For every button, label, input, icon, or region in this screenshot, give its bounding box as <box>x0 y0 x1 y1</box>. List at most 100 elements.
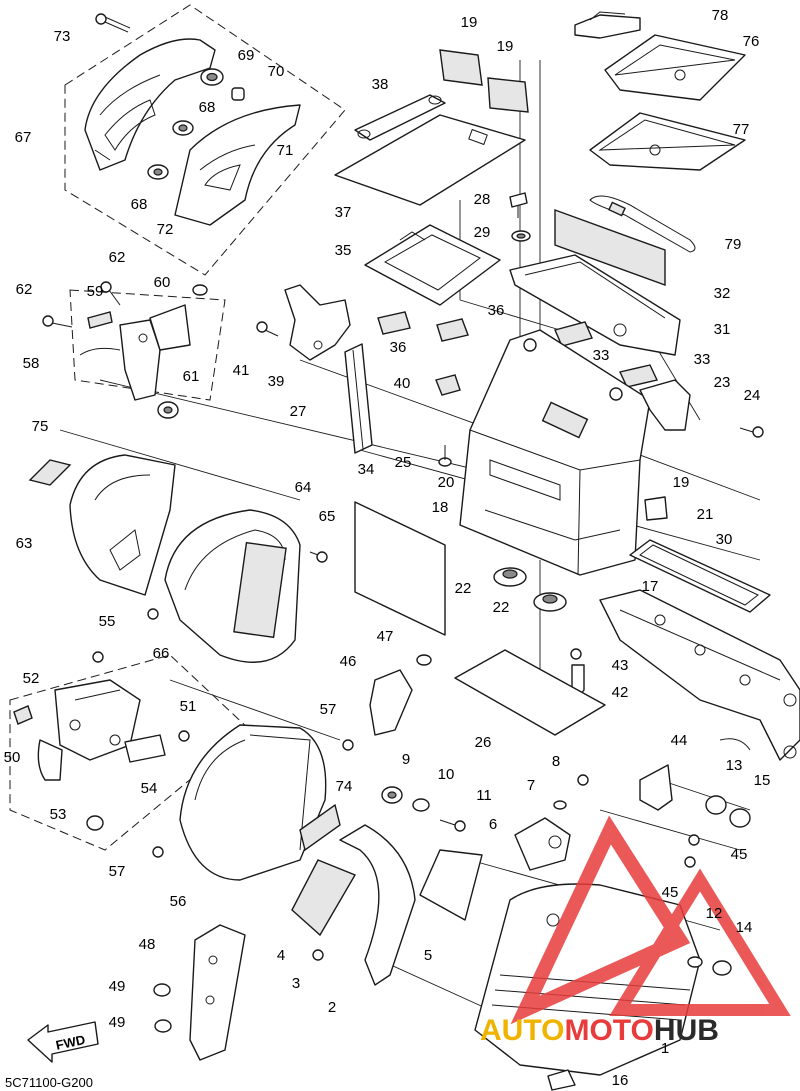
bolt-49b <box>154 1019 172 1033</box>
callout-c18: 18 <box>432 499 449 516</box>
callout-c58: 58 <box>23 355 40 372</box>
bolt-3 <box>312 949 324 961</box>
bolt-8 <box>577 774 589 786</box>
pouch-77 <box>589 112 746 171</box>
bracket-44 <box>639 764 673 811</box>
board-34 <box>354 501 446 636</box>
callout-c68b: 68 <box>131 196 148 213</box>
callout-c72: 72 <box>157 221 174 238</box>
callout-c14: 14 <box>736 919 753 936</box>
washer-7 <box>553 800 567 810</box>
battery-box-17 <box>459 329 651 576</box>
callout-c73: 73 <box>54 28 71 45</box>
callout-c75: 75 <box>32 418 49 435</box>
callout-c2: 2 <box>328 999 336 1016</box>
callout-c31: 31 <box>714 321 731 338</box>
callout-c33a: 33 <box>593 347 610 364</box>
pad-19a <box>439 49 483 86</box>
emblem-74 <box>299 803 341 852</box>
bolt-45b <box>684 856 696 868</box>
bolt-55 <box>92 651 104 663</box>
callout-c45b: 45 <box>662 884 679 901</box>
callout-c35: 35 <box>335 242 352 259</box>
callout-c13: 13 <box>726 757 743 774</box>
callout-c71: 71 <box>277 142 294 159</box>
callout-c37: 37 <box>335 204 352 221</box>
pad-19b <box>487 77 529 113</box>
callout-c24: 24 <box>744 387 761 404</box>
callout-c63: 63 <box>16 535 33 552</box>
callout-c11: 11 <box>476 787 492 804</box>
clip-21 <box>644 496 668 521</box>
callout-c61: 61 <box>183 368 200 385</box>
automotohub-logo <box>510 815 791 1025</box>
diagram-part-code: 5C71100-G200 <box>5 1075 93 1090</box>
fwd-arrow: FWD <box>27 1021 99 1063</box>
stay-27 <box>344 343 373 454</box>
callout-c67: 67 <box>15 129 32 146</box>
brand-middle: MOTO <box>564 1014 653 1047</box>
bolt-73 <box>95 13 131 33</box>
cable-79 <box>589 195 696 253</box>
callout-c30: 30 <box>716 531 733 548</box>
damper-22a <box>493 567 527 587</box>
bracket-2 <box>339 824 416 986</box>
side-cover-63 <box>69 454 176 596</box>
callout-c1: 1 <box>661 1040 669 1057</box>
stay-58 <box>79 304 191 401</box>
callout-c77: 77 <box>733 121 750 138</box>
fwd-label: FWD <box>54 1032 86 1053</box>
bolt-14 <box>712 960 732 976</box>
callout-c15: 15 <box>754 772 771 789</box>
pad-36b <box>436 318 469 342</box>
callout-c12: 12 <box>706 905 723 922</box>
callout-c19b: 19 <box>497 38 514 55</box>
callout-c36b: 36 <box>488 302 505 319</box>
callout-c46: 46 <box>340 653 357 670</box>
grommet-68a <box>172 120 194 136</box>
callout-c76: 76 <box>743 33 760 50</box>
pad-33a <box>554 321 593 347</box>
callout-c5: 5 <box>424 947 432 964</box>
callout-c22b: 22 <box>493 599 510 616</box>
sheet-37 <box>334 114 526 206</box>
callout-c17: 17 <box>642 578 659 595</box>
callout-c62a: 62 <box>109 249 126 266</box>
clip-75 <box>28 459 72 486</box>
upper-cover-67 <box>84 38 216 171</box>
callout-c68a: 68 <box>199 99 216 116</box>
callout-c8: 8 <box>552 753 560 770</box>
plate-32 <box>554 209 666 286</box>
screw-65 <box>309 551 328 563</box>
pad-36a <box>377 311 411 335</box>
pad-59 <box>87 311 113 329</box>
bolt-62a <box>100 281 121 306</box>
side-cover-56 <box>179 724 327 881</box>
callout-c44: 44 <box>671 732 688 749</box>
bolt-28 <box>509 192 528 218</box>
callout-c62b: 62 <box>16 281 33 298</box>
bolt-45a <box>688 834 700 846</box>
grommet-69 <box>200 68 224 86</box>
bolt-47 <box>416 654 432 666</box>
washer-12 <box>687 956 703 968</box>
bracket-46 <box>369 669 413 736</box>
callout-c16: 16 <box>612 1072 629 1089</box>
bracket-48 <box>189 924 246 1061</box>
callout-c55: 55 <box>99 613 116 630</box>
callout-c3: 3 <box>292 975 300 992</box>
callout-c50: 50 <box>4 749 21 766</box>
callout-c7: 7 <box>527 777 535 794</box>
collar-29 <box>511 230 531 242</box>
clip-52 <box>13 705 33 725</box>
box-31 <box>509 254 681 356</box>
callout-c28: 28 <box>474 191 491 208</box>
bolt-41 <box>256 321 279 337</box>
callout-c34: 34 <box>358 461 375 478</box>
callout-c54: 54 <box>141 780 158 797</box>
bracket-39 <box>284 284 351 361</box>
callout-c66: 66 <box>153 645 170 662</box>
